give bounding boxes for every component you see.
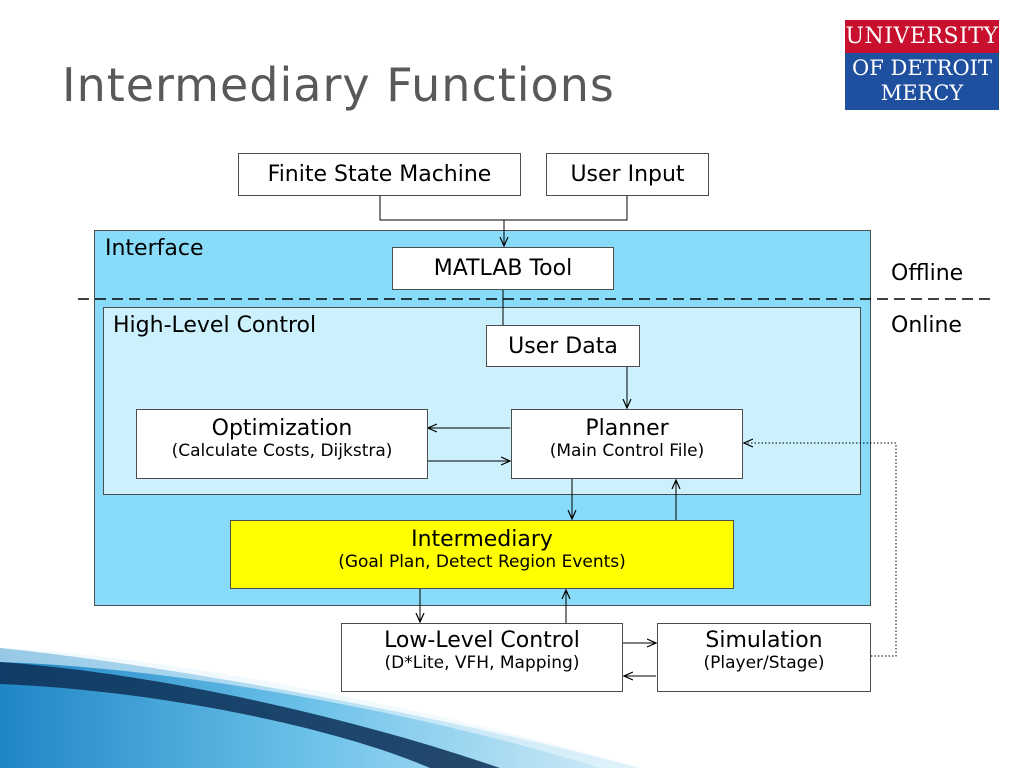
low-level-control-box: Low-Level Control (D*Lite, VFH, Mapping) — [341, 623, 623, 692]
intermediary-title: Intermediary — [411, 527, 553, 552]
university-logo: UNIVERSITY OF DETROIT MERCY — [845, 20, 999, 110]
planner-box: Planner (Main Control File) — [511, 409, 743, 479]
simulation-box: Simulation (Player/Stage) — [657, 623, 871, 692]
optimization-box: Optimization (Calculate Costs, Dijkstra) — [136, 409, 428, 479]
user-input-box: User Input — [546, 153, 709, 196]
high-level-control-label: High-Level Control — [113, 313, 317, 338]
intermediary-box: Intermediary (Goal Plan, Detect Region E… — [230, 520, 734, 589]
simulation-title: Simulation — [705, 628, 823, 653]
simulation-subtitle: (Player/Stage) — [703, 653, 825, 673]
slide-title: Intermediary Functions — [62, 58, 615, 112]
user-data-box: User Data — [486, 325, 640, 367]
planner-title: Planner — [585, 416, 669, 441]
optimization-title: Optimization — [211, 416, 353, 441]
offline-label: Offline — [891, 261, 964, 286]
interface-region-label: Interface — [105, 236, 204, 261]
logo-line-of-detroit: OF DETROIT — [852, 56, 992, 80]
low-level-control-subtitle: (D*Lite, VFH, Mapping) — [384, 653, 580, 673]
logo-line-university: UNIVERSITY — [845, 20, 999, 53]
finite-state-machine-box: Finite State Machine — [238, 153, 521, 196]
intermediary-subtitle: (Goal Plan, Detect Region Events) — [338, 552, 626, 572]
optimization-subtitle: (Calculate Costs, Dijkstra) — [171, 441, 393, 461]
logo-line-mercy: MERCY — [880, 81, 964, 105]
planner-subtitle: (Main Control File) — [549, 441, 705, 461]
matlab-tool-box: MATLAB Tool — [392, 247, 614, 290]
low-level-control-title: Low-Level Control — [384, 628, 580, 653]
online-label: Online — [891, 313, 962, 338]
